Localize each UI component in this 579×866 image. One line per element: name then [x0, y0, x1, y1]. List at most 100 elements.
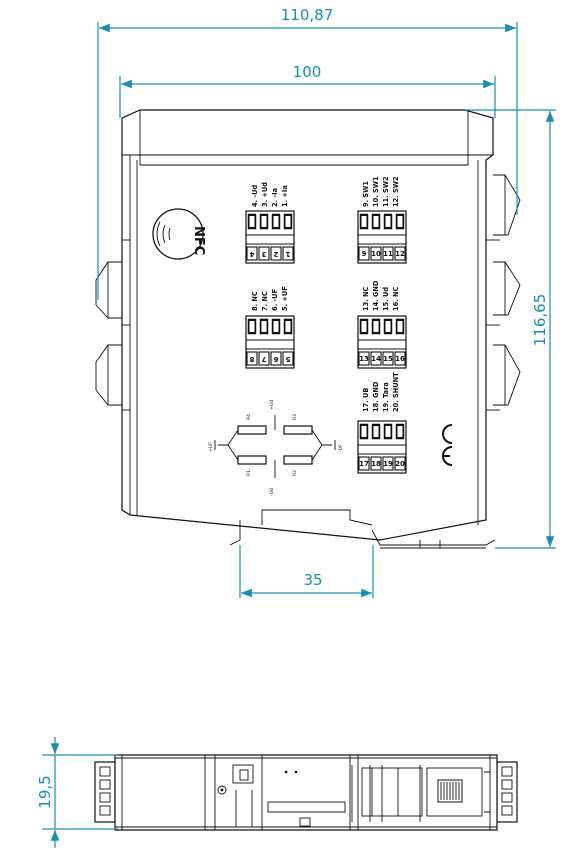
ce-mark: CE [0, 0, 453, 466]
terminal-number: 17 [359, 460, 369, 468]
terminal-labels-top-right: 9. SW1 10. SW1 11. SW2 12. SW2 [362, 176, 400, 207]
terminal-number-box [246, 351, 258, 366]
terminal-number-box [394, 246, 406, 261]
terminal-number: 15 [383, 355, 393, 363]
terminal-label: 17. UB [362, 388, 370, 412]
schematic-left-label: +UF [208, 442, 214, 452]
terminal-number-box [270, 246, 282, 261]
terminal-number-box [282, 351, 294, 366]
terminal-number-box [258, 351, 270, 366]
terminal-number-box [382, 456, 394, 471]
terminal-number: 2 [273, 250, 278, 258]
terminal-label: 7. NC [261, 291, 269, 311]
terminal-screw-slot [361, 321, 367, 332]
terminal-label: 3. +Ud [261, 182, 269, 207]
terminal-screw-slot [249, 216, 255, 227]
dimension-body-width: 100 [119, 63, 496, 118]
rail-width-value: 35 [303, 571, 322, 589]
terminal-number: 10 [371, 250, 381, 258]
terminal-screw-slot [249, 321, 255, 332]
terminal-label: 2. -Ia [271, 188, 279, 207]
terminal-screw-slot [397, 321, 403, 332]
terminal-label: 9. SW1 [362, 181, 370, 207]
terminal-number: 20 [395, 460, 405, 468]
ce-text: CE [0, 0, 2, 1]
dimension-rail-width: 35 [239, 545, 374, 598]
terminal-labels-middle-left: 8. NC 7. NC 6. -UF 5. +UF [251, 286, 289, 311]
height-value: 116,65 [531, 294, 549, 347]
schematic-right-label: -UF [338, 444, 344, 452]
terminal-screw-slot [373, 426, 379, 437]
dimension-depth: 19,5 [36, 737, 118, 848]
nfc-logo: NFC [152, 208, 206, 260]
terminal-screw-slot [273, 216, 279, 227]
terminal-number: 19 [383, 460, 393, 468]
terminal-screw-slot [361, 216, 367, 227]
terminal-labels-middle-right: 13. NC 14. GND 15. Ud 16. NC [362, 280, 400, 311]
terminal-label: 10. SW1 [372, 176, 380, 207]
terminal-screw-slot [261, 216, 267, 227]
terminal-screw-slot [385, 426, 391, 437]
terminal-number: 4 [249, 250, 254, 258]
terminal-label: 20. SHUNT [392, 372, 400, 412]
terminal-screw-slot [373, 216, 379, 227]
terminal-number-box [370, 351, 382, 366]
terminal-label: 18. GND [372, 381, 380, 412]
schematic-bottom-label: -Ud [269, 488, 275, 496]
terminal-label: 1. +Ia [281, 185, 289, 207]
terminal-number: 14 [371, 355, 381, 363]
body-width-value: 100 [293, 63, 322, 81]
terminal-number-box [358, 246, 370, 261]
terminal-label: 11. SW2 [382, 176, 390, 207]
terminal-number: 13 [359, 355, 369, 363]
bottom-view [94, 754, 518, 831]
terminal-screw-slot [261, 321, 267, 332]
terminal-number-box [382, 351, 394, 366]
terminal-number-box [394, 456, 406, 471]
terminal-number-box [358, 351, 370, 366]
terminal-labels-top-left: 4. -Ud 3. +Ud 2. -Ia 1. +Ia [251, 182, 289, 207]
depth-value: 19,5 [36, 775, 54, 808]
terminal-screw-slot [373, 321, 379, 332]
terminal-number: 16 [395, 355, 405, 363]
schematic-top-label: +Ud [269, 400, 275, 410]
terminal-screw-slot [397, 216, 403, 227]
terminal-label: 6. -UF [271, 289, 279, 311]
terminal-label: 16. NC [392, 287, 400, 311]
terminal-number-box [246, 246, 258, 261]
resistor-label: R2 [292, 470, 298, 476]
terminal-number: 5 [285, 355, 290, 363]
terminal-number: 8 [249, 355, 254, 363]
resistor-label: R3 [292, 414, 298, 420]
terminal-number-box [370, 246, 382, 261]
terminal-number: 6 [273, 355, 278, 363]
nfc-text: NFC [191, 226, 206, 255]
terminal-number-box [382, 246, 394, 261]
terminal-screw-slot [385, 216, 391, 227]
terminal-number-box [370, 456, 382, 471]
front-view [95, 109, 521, 549]
terminal-number: 1 [285, 250, 290, 258]
terminal-screw-slot [273, 321, 279, 332]
terminal-label: 19. Tara [382, 382, 390, 412]
terminal-label: 12. SW2 [392, 176, 400, 207]
terminal-number-box [358, 456, 370, 471]
terminal-label: 13. NC [362, 287, 370, 311]
terminal-label: 5. +UF [281, 286, 289, 311]
terminal-labels-bottom-right: 17. UB 18. GND 19. Tara 20. SHUNT [362, 372, 400, 412]
dimension-overall-width: 110,87 [97, 6, 518, 300]
dimension-height: 116,65 [465, 109, 556, 549]
terminal-number-box [270, 351, 282, 366]
terminal-number: 12 [395, 250, 405, 258]
terminal-number-box [394, 351, 406, 366]
terminal-screw-slot [397, 426, 403, 437]
terminal-label: 14. GND [372, 280, 380, 311]
terminal-screw-slot [385, 321, 391, 332]
terminal-label: 8. NC [251, 291, 259, 311]
